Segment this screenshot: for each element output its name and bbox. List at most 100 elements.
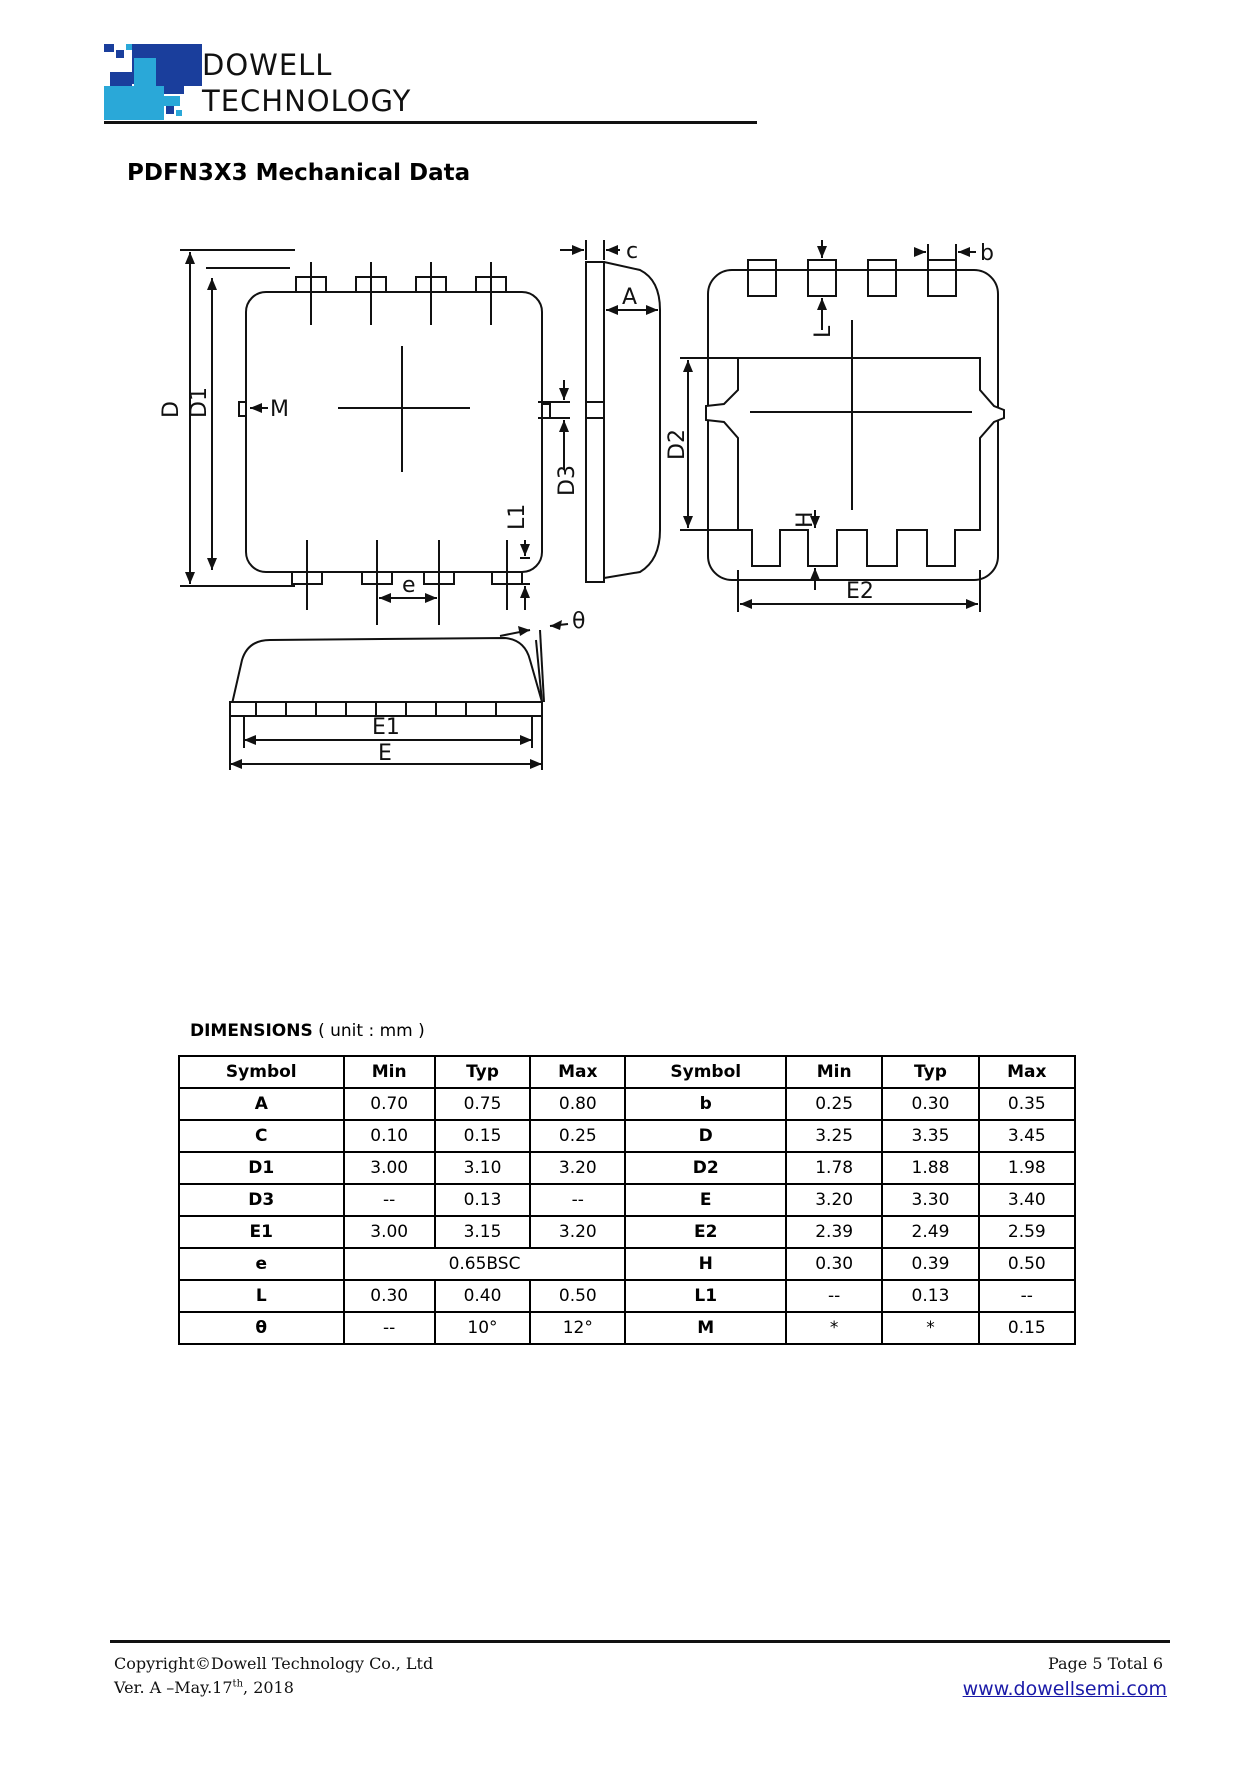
footer-copyright: Copyright©Dowell Technology Co., Ltd: [114, 1654, 434, 1673]
footer-version: Ver. A –May.17th, 2018: [114, 1678, 294, 1697]
value-cell: 0.70: [342, 1087, 436, 1121]
value-cell: 0.30: [342, 1279, 436, 1313]
value-cell: 0.30: [881, 1087, 980, 1121]
footer-page-number: Page 5 Total 6: [1047, 1654, 1163, 1673]
dimensions-unit: ( unit : mm ): [318, 1021, 425, 1041]
symbol-cell: L: [178, 1279, 345, 1313]
label-L1: L1: [505, 504, 530, 530]
label-H: H: [793, 511, 818, 528]
value-cell: 12°: [529, 1311, 627, 1345]
value-cell: 2.49: [881, 1215, 980, 1249]
symbol-cell: C: [178, 1119, 345, 1153]
value-cell: 1.78: [784, 1151, 884, 1185]
header-cell: Typ: [881, 1055, 980, 1089]
label-M: M: [270, 397, 289, 422]
value-cell: 0.13: [433, 1183, 532, 1217]
label-D: D: [159, 401, 184, 418]
logo-mark-icon: [104, 44, 202, 120]
value-cell: --: [342, 1183, 436, 1217]
table-row: e 0.65BSC H 0.30 0.39 0.50: [178, 1247, 1077, 1281]
value-cell: 0.13: [881, 1279, 980, 1313]
label-b: b: [980, 241, 994, 266]
value-cell: 0.50: [977, 1247, 1077, 1281]
symbol-cell: D3: [178, 1183, 345, 1217]
website-link[interactable]: www.dowellsemi.com: [962, 1678, 1167, 1700]
symbol-cell: D: [624, 1119, 787, 1153]
dimensions-caption: DIMENSIONS ( unit : mm ): [190, 1021, 425, 1041]
label-E: E: [378, 741, 392, 766]
footer-rule: [110, 1640, 1170, 1643]
value-cell: 0.50: [529, 1279, 627, 1313]
label-L: L: [811, 325, 836, 338]
header-cell: Symbol: [178, 1055, 345, 1089]
header-cell: Symbol: [624, 1055, 787, 1089]
value-cell: 0.10: [342, 1119, 436, 1153]
value-cell: 3.00: [342, 1215, 436, 1249]
value-cell: 3.20: [529, 1151, 627, 1185]
value-cell: 3.25: [784, 1119, 884, 1153]
header-cell: Max: [529, 1055, 627, 1089]
value-cell: 0.35: [977, 1087, 1077, 1121]
value-cell: 0.80: [529, 1087, 627, 1121]
header-cell: Max: [977, 1055, 1077, 1089]
value-cell: 1.98: [977, 1151, 1077, 1185]
mechanical-drawing: D D1 M D3 L1 e c A b L D2 H E2 θ E1 E: [159, 240, 1005, 770]
footer-version-prefix: Ver. A –May.17: [114, 1678, 233, 1697]
label-e: e: [402, 573, 416, 598]
table-row: D1 3.00 3.10 3.20 D2 1.78 1.88 1.98: [178, 1151, 1077, 1185]
value-cell: 3.30: [881, 1183, 980, 1217]
value-cell: 3.00: [342, 1151, 436, 1185]
table-row: θ -- 10° 12° M * * 0.15: [178, 1311, 1077, 1345]
symbol-cell: E2: [624, 1215, 787, 1249]
table-row: D3 -- 0.13 -- E 3.20 3.30 3.40: [178, 1183, 1077, 1217]
label-E1: E1: [372, 715, 400, 740]
value-cell: --: [784, 1279, 884, 1313]
symbol-cell: A: [178, 1087, 345, 1121]
value-cell: 3.10: [433, 1151, 532, 1185]
symbol-cell: θ: [178, 1311, 345, 1345]
label-E2: E2: [846, 579, 874, 604]
value-cell: 0.25: [784, 1087, 884, 1121]
header-cell: Min: [784, 1055, 884, 1089]
value-cell: 3.40: [977, 1183, 1077, 1217]
top-view-body: [245, 291, 543, 573]
dimensions-title: DIMENSIONS: [190, 1021, 313, 1041]
page-title: PDFN3X3 Mechanical Data: [127, 160, 471, 186]
symbol-cell: E1: [178, 1215, 345, 1249]
table-row: A 0.70 0.75 0.80 b 0.25 0.30 0.35: [178, 1087, 1077, 1121]
table-row: L 0.30 0.40 0.50 L1 -- 0.13 --: [178, 1279, 1077, 1313]
symbol-cell: b: [624, 1087, 787, 1121]
symbol-cell: e: [178, 1247, 345, 1281]
value-cell: --: [977, 1279, 1077, 1313]
company-name-line1: DOWELL: [202, 48, 333, 82]
value-cell: 0.75: [433, 1087, 532, 1121]
symbol-cell: D1: [178, 1151, 345, 1185]
value-cell: 3.20: [784, 1183, 884, 1217]
value-cell: 2.59: [977, 1215, 1077, 1249]
label-theta: θ: [572, 609, 585, 634]
value-cell: 0.25: [529, 1119, 627, 1153]
value-cell: 1.88: [881, 1151, 980, 1185]
value-cell: 3.15: [433, 1215, 532, 1249]
symbol-cell: D2: [624, 1151, 787, 1185]
header-rule: [104, 121, 757, 124]
label-D2: D2: [665, 429, 690, 460]
header-cell: Min: [342, 1055, 436, 1089]
value-cell: --: [529, 1183, 627, 1217]
value-cell: *: [784, 1311, 884, 1345]
value-cell: --: [342, 1311, 436, 1345]
footer-version-sup: th: [232, 1678, 244, 1690]
value-cell: 0.40: [433, 1279, 532, 1313]
label-D3: D3: [555, 465, 580, 496]
value-cell: 3.35: [881, 1119, 980, 1153]
table-row: E1 3.00 3.15 3.20 E2 2.39 2.49 2.59: [178, 1215, 1077, 1249]
value-cell: 0.30: [784, 1247, 884, 1281]
table-row: C 0.10 0.15 0.25 D 3.25 3.35 3.45: [178, 1119, 1077, 1153]
value-cell: 3.45: [977, 1119, 1077, 1153]
value-cell: 3.20: [529, 1215, 627, 1249]
symbol-cell: L1: [624, 1279, 787, 1313]
footer-version-suffix: , 2018: [243, 1678, 294, 1697]
header-cell: Typ: [433, 1055, 532, 1089]
value-cell: 2.39: [784, 1215, 884, 1249]
symbol-cell: H: [624, 1247, 787, 1281]
